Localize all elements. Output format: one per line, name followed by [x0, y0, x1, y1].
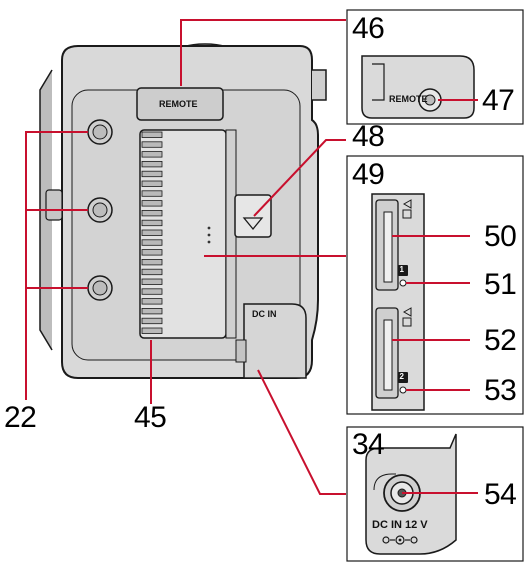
heat-sink-fin — [141, 180, 163, 187]
callout-50: 50 — [484, 220, 517, 253]
callout-54: 54 — [484, 478, 517, 511]
heat-sink-fin — [141, 239, 163, 246]
heat-sink-fin — [141, 268, 163, 276]
heat-sink-fin — [141, 131, 163, 138]
heat-sink-fins — [141, 131, 163, 334]
heat-sink-fin — [141, 249, 163, 256]
heat-sink-fin — [141, 151, 163, 158]
camera-remote-label: REMOTE — [159, 99, 198, 109]
callout-22: 22 — [4, 401, 37, 434]
leader-46 — [180, 19, 346, 86]
leader-48 — [253, 139, 346, 217]
inset-dc-label: DC IN 12 V — [372, 519, 428, 531]
callout-48: 48 — [352, 120, 385, 153]
inset-slots-box — [346, 155, 524, 415]
heat-sink-fin — [141, 160, 163, 168]
leader-34 — [257, 369, 346, 495]
callout-47: 47 — [482, 84, 515, 117]
heat-sink-fin — [141, 288, 163, 295]
leader-lines — [25, 19, 478, 495]
callout-51: 51 — [484, 268, 517, 301]
heat-sink-fin — [141, 200, 163, 207]
heat-sink-fin — [141, 190, 163, 197]
leader-22a — [25, 131, 88, 400]
slot1-badge: 1 — [399, 265, 404, 274]
callout-49: 49 — [352, 158, 385, 191]
heat-sink-fin — [141, 141, 163, 148]
callout-34: 34 — [352, 428, 385, 461]
callout-52: 52 — [484, 324, 517, 357]
camera-dc-in-label: DC IN — [252, 309, 277, 319]
heat-sink-fin — [141, 327, 163, 334]
camera-body — [39, 43, 327, 379]
heat-sink-fin — [141, 317, 163, 325]
slot2-badge: 2 — [399, 372, 404, 381]
heat-sink-fin — [141, 298, 163, 305]
heat-sink-fin — [141, 219, 163, 227]
heat-sink-fin — [141, 229, 163, 236]
heat-sink-fin — [141, 307, 163, 315]
heat-sink-fin — [141, 258, 163, 266]
callout-53: 53 — [484, 374, 517, 407]
heat-sink-fin — [141, 209, 163, 217]
heat-sink-fin — [141, 278, 163, 285]
callout-46: 46 — [352, 12, 385, 45]
callout-45: 45 — [134, 401, 167, 434]
inset-remote-label: REMOTE — [389, 94, 428, 104]
heat-sink-fin — [141, 170, 163, 178]
inset-remote-box — [346, 9, 524, 125]
